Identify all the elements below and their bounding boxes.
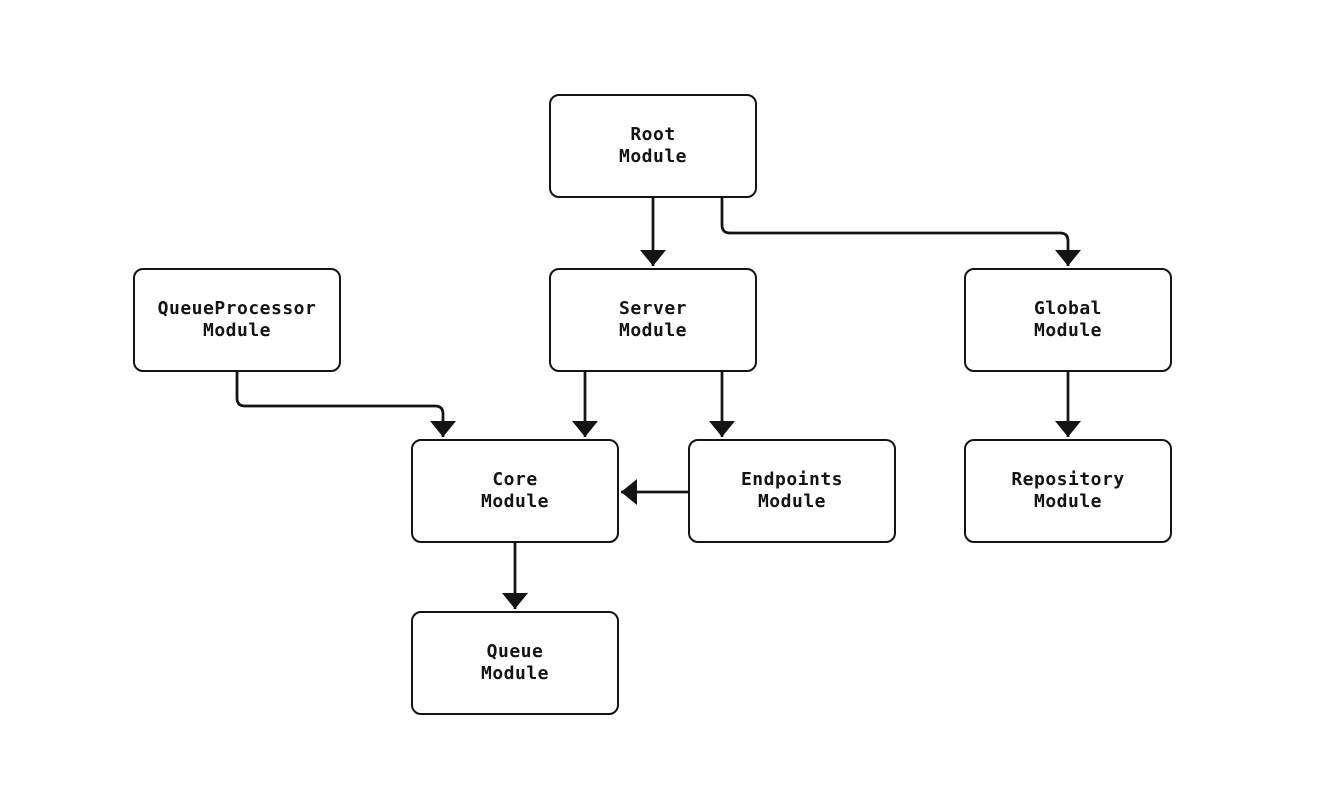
arrowhead-icon bbox=[1055, 250, 1081, 266]
node-label-global-module: Global Module bbox=[1033, 298, 1103, 341]
arrowhead-icon bbox=[709, 421, 735, 437]
node-repository-module: Repository Module bbox=[964, 439, 1172, 543]
node-root-module: Root Module bbox=[549, 94, 757, 198]
node-label-queueprocessor-module: QueueProcessor Module bbox=[157, 298, 317, 341]
node-queueprocessor-module: QueueProcessor Module bbox=[133, 268, 341, 372]
node-queue-module: Queue Module bbox=[411, 611, 619, 715]
node-label-repository-module: Repository Module bbox=[1011, 469, 1125, 512]
edge-root-module-to-global-module bbox=[720, 198, 1070, 266]
arrowhead-icon bbox=[502, 593, 528, 609]
node-core-module: Core Module bbox=[411, 439, 619, 543]
arrowhead-icon bbox=[640, 250, 666, 266]
node-label-core-module: Core Module bbox=[480, 469, 550, 512]
node-label-root-module: Root Module bbox=[618, 124, 688, 167]
node-label-server-module: Server Module bbox=[618, 298, 688, 341]
node-global-module: Global Module bbox=[964, 268, 1172, 372]
arrowhead-icon bbox=[430, 421, 456, 437]
node-server-module: Server Module bbox=[549, 268, 757, 372]
arrowhead-icon bbox=[572, 421, 598, 437]
arrowhead-icon bbox=[1055, 421, 1081, 437]
arrowhead-icon bbox=[621, 479, 637, 505]
edge-queueprocessor-module-to-core-module bbox=[235, 372, 445, 437]
node-endpoints-module: Endpoints Module bbox=[688, 439, 896, 543]
node-label-queue-module: Queue Module bbox=[480, 641, 550, 684]
node-label-endpoints-module: Endpoints Module bbox=[740, 469, 844, 512]
